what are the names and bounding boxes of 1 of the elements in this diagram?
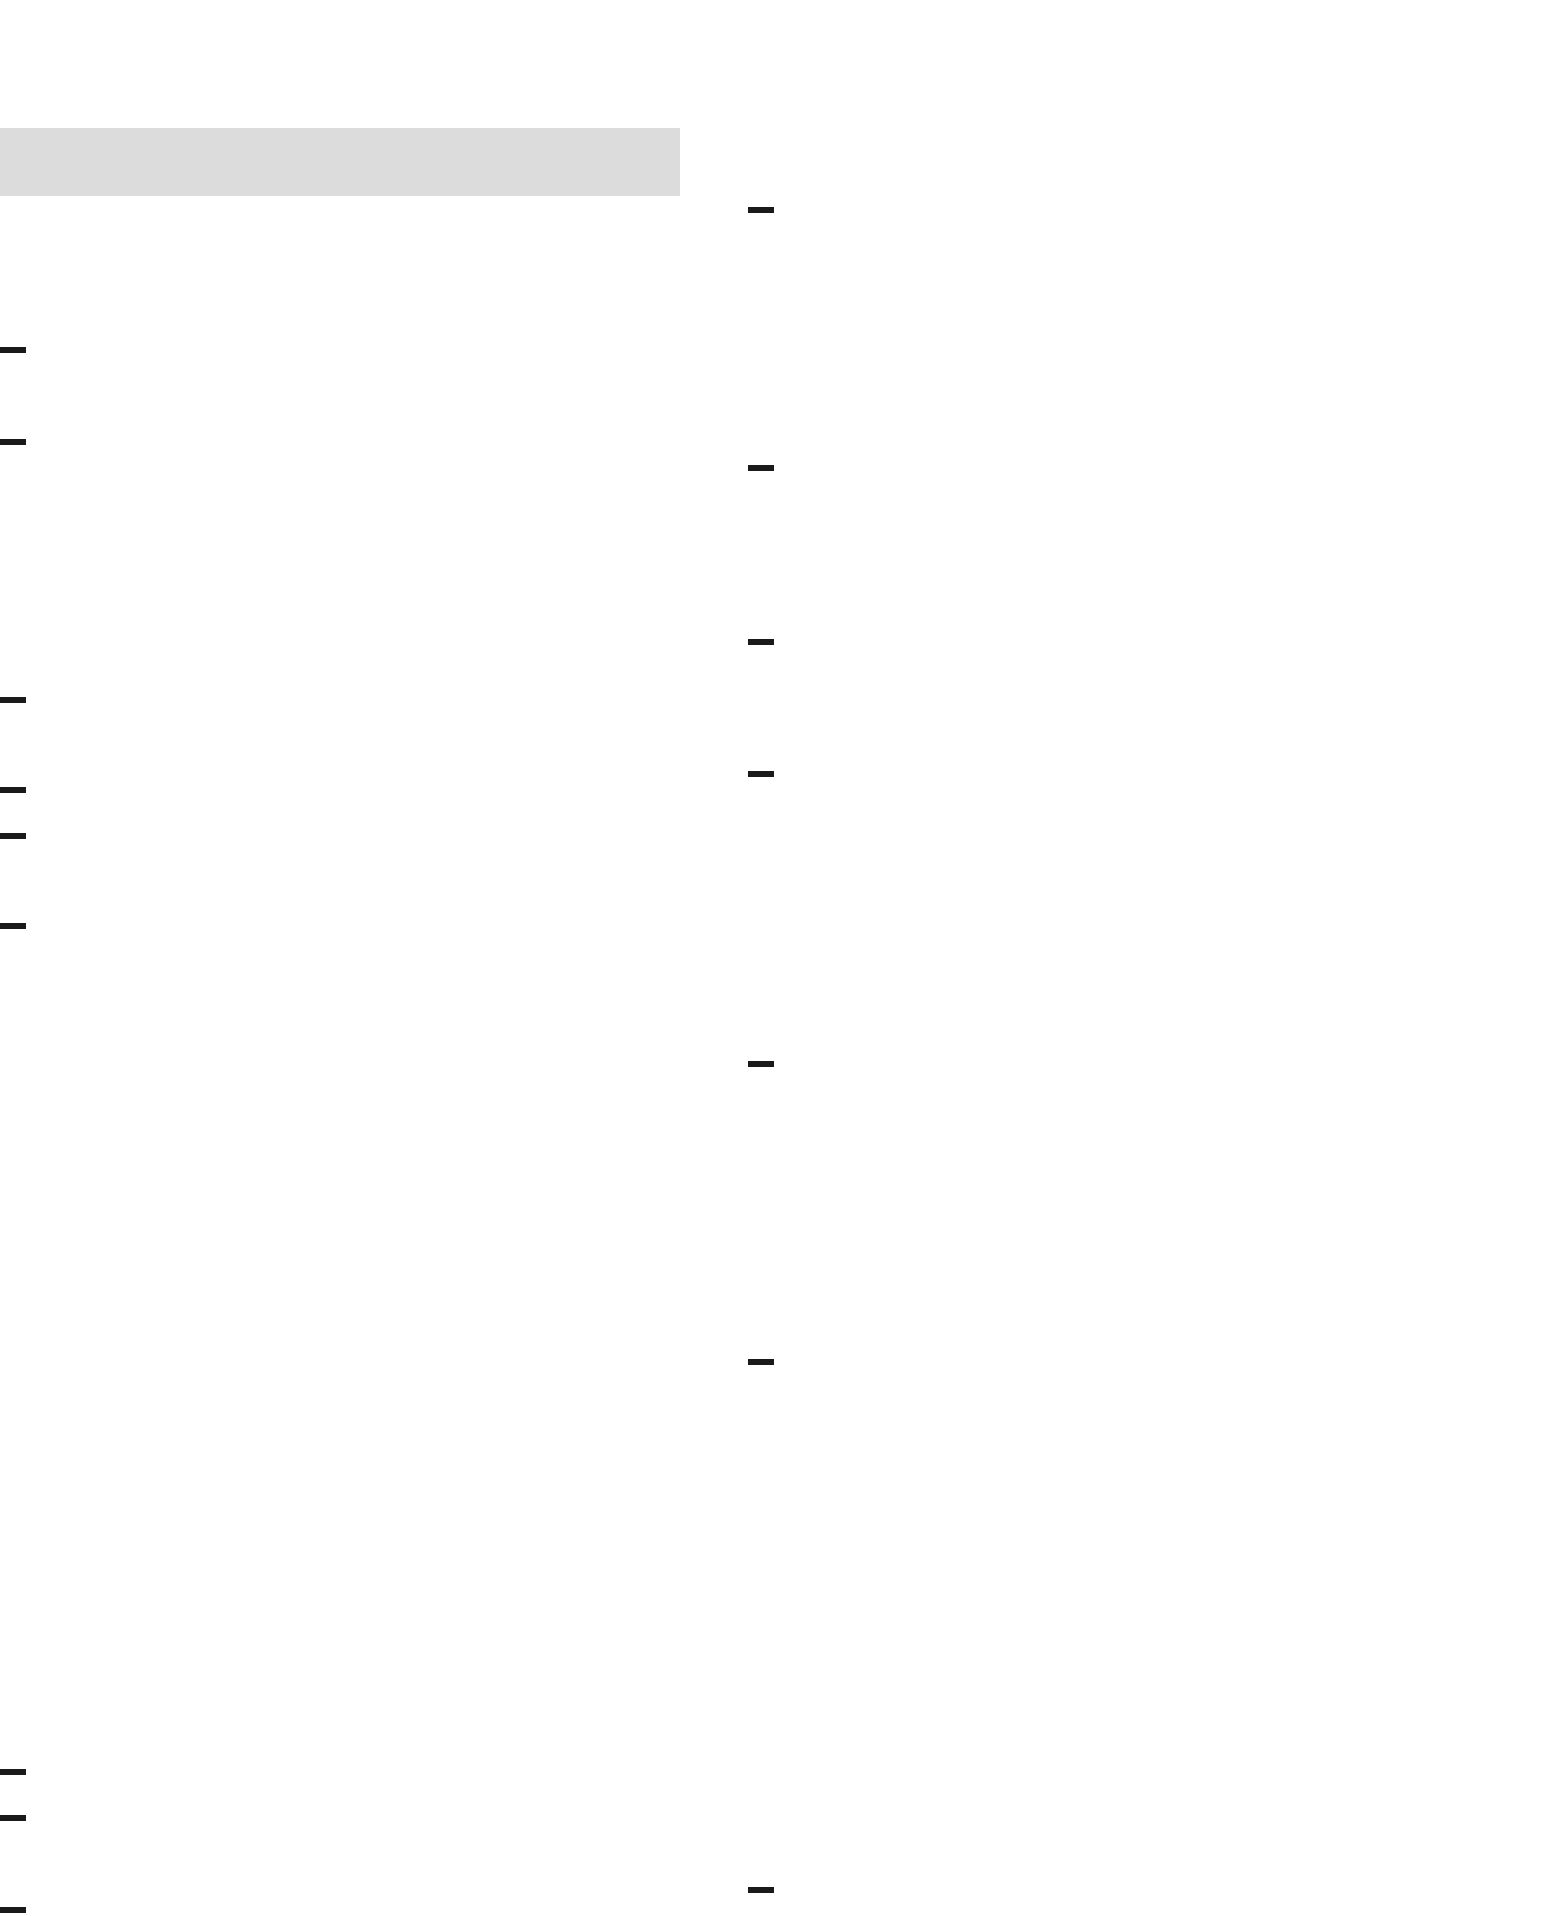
header-bar bbox=[0, 128, 680, 196]
